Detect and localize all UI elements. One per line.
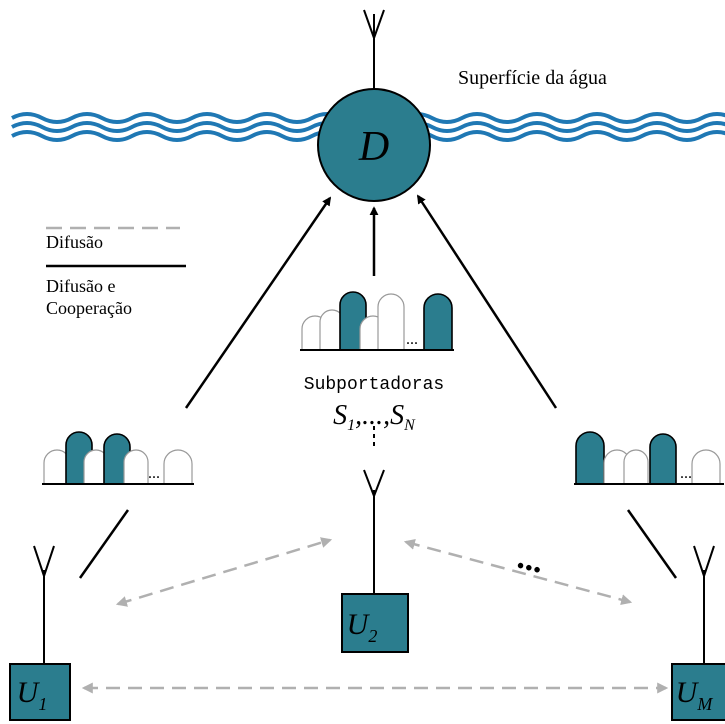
water-surface-waves xyxy=(11,112,725,142)
antenna-icon xyxy=(363,9,385,90)
subcarrier-hump-icon xyxy=(163,449,193,484)
legend-coop-label-line2: Cooperação xyxy=(46,298,132,318)
arrow-um-to-d xyxy=(416,194,558,409)
destination-label: D xyxy=(358,124,389,170)
subcarrier-hump-icon xyxy=(423,293,453,350)
subcarrier-hump-icon xyxy=(377,293,405,350)
legend-coop-label-line1: Difusão e xyxy=(46,276,115,296)
antenna-icon xyxy=(693,545,715,664)
coop-arrow-u1-u2 xyxy=(115,537,333,607)
subcarrier-group-center: ... xyxy=(300,291,454,351)
subcarrier-group-left: ... xyxy=(42,431,194,485)
subcarrier-ellipsis: ... xyxy=(680,465,692,482)
coop-arrow-u2-um xyxy=(403,538,633,606)
user-node-u2: U2 xyxy=(341,593,409,653)
svg-text:S1,...,SN: S1,...,SN xyxy=(333,400,416,434)
link-u1-segment xyxy=(78,509,130,579)
user-node-um: UM xyxy=(671,663,725,721)
subcarrier-hump-icon xyxy=(123,449,149,484)
legend: Difusão Difusão e Cooperação xyxy=(46,226,186,318)
link-um-segment xyxy=(626,509,678,579)
subcarriers-formula: S1,...,SN xyxy=(333,400,416,434)
subcarrier-hump-icon xyxy=(623,449,649,484)
users-ellipsis: ... xyxy=(514,539,548,581)
water-surface-label: Superfície da água xyxy=(458,67,607,89)
subcarrier-hump-icon xyxy=(691,449,721,484)
subcarrier-hump-icon xyxy=(575,431,605,484)
subcarriers-label: Subportadoras xyxy=(304,375,444,395)
antenna-icon xyxy=(33,545,55,664)
destination-node: D xyxy=(317,88,431,202)
user-node-u1: U1 xyxy=(9,663,71,721)
subcarrier-ellipsis: ... xyxy=(406,331,418,348)
arrow-u1-to-d xyxy=(184,196,332,409)
subcarrier-group-right: ... xyxy=(574,431,724,485)
antenna-icon xyxy=(363,469,385,594)
subcarrier-hump-icon xyxy=(649,433,677,484)
legend-broadcast-label: Difusão xyxy=(46,232,103,252)
subcarrier-ellipsis: ... xyxy=(148,465,160,482)
